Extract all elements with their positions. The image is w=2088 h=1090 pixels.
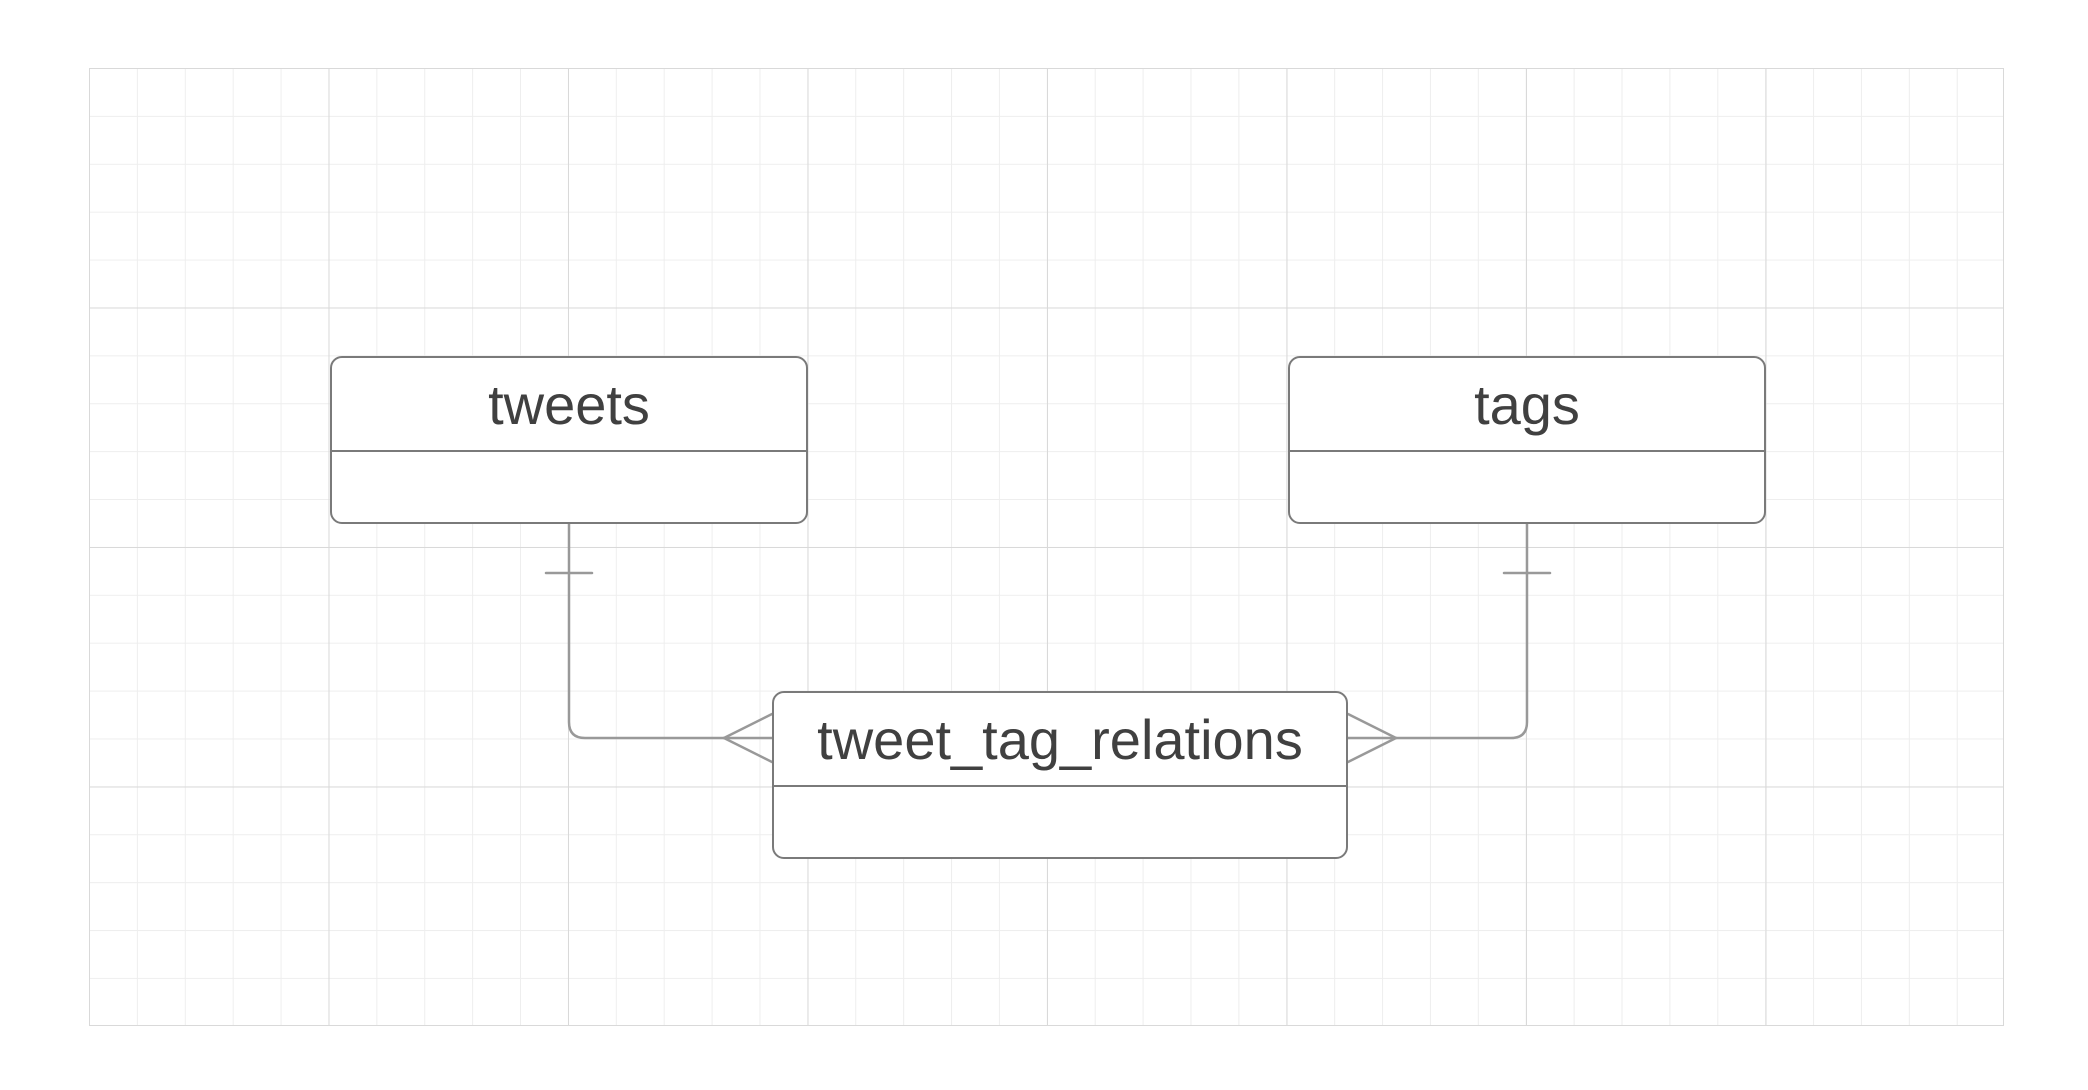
grid-background <box>89 68 2004 1026</box>
entity-attributes <box>1290 452 1764 522</box>
entity-tags[interactable]: tags <box>1288 356 1766 524</box>
entity-tweets[interactable]: tweets <box>330 356 808 524</box>
entity-tweet-tag-relations[interactable]: tweet_tag_relations <box>772 691 1348 859</box>
entity-title: tweet_tag_relations <box>774 693 1346 787</box>
entity-attributes <box>332 452 806 522</box>
entity-attributes <box>774 787 1346 857</box>
entity-title: tweets <box>332 358 806 452</box>
entity-title: tags <box>1290 358 1764 452</box>
